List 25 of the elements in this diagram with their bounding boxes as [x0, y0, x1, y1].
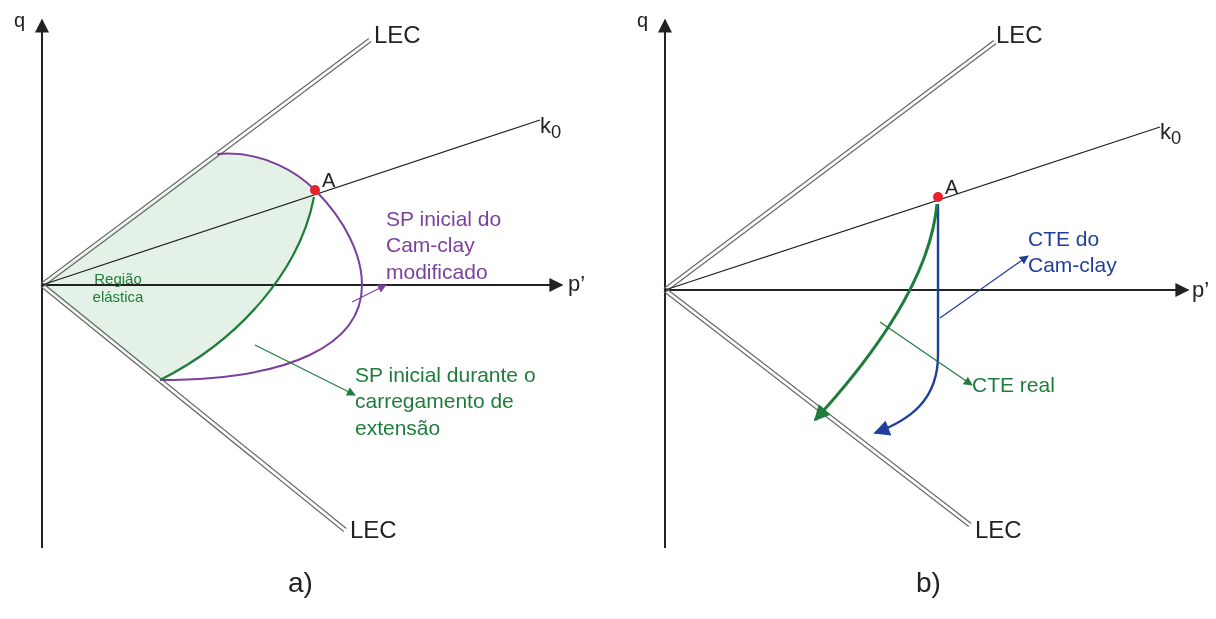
- axis-label: q: [14, 8, 26, 33]
- callout-text: SP inicial do Cam-clay modificado: [386, 206, 526, 285]
- line-label: k$_{0}$: [540, 112, 562, 145]
- line-label: LEC: [975, 515, 1022, 545]
- point-label: A: [322, 168, 336, 193]
- leader-line: [879, 321, 973, 386]
- line-label: LEC: [350, 515, 397, 545]
- line-label: LEC: [996, 20, 1043, 50]
- stress-path-arrow: [813, 203, 939, 422]
- line-label: LEC: [374, 20, 421, 50]
- stress-path-arrow: [873, 204, 940, 436]
- axis-label: p’: [1192, 276, 1210, 304]
- axis-label: p’: [568, 270, 586, 298]
- callout-text: CTE real: [972, 372, 1092, 399]
- callout-text: SP inicial durante o carregamento de extensão: [355, 362, 540, 441]
- panel-label: a): [288, 566, 313, 600]
- region-label: Região elástica: [91, 270, 145, 306]
- line-label: k$_{0}$: [1160, 118, 1182, 151]
- leader-line: [254, 344, 356, 396]
- panel-label: b): [916, 566, 941, 600]
- callout-text: CTE do Cam-clay: [1028, 226, 1143, 279]
- leader-line: [351, 284, 387, 303]
- point-label: A: [945, 175, 959, 200]
- axis-label: q: [637, 8, 649, 33]
- leader-line: [939, 255, 1029, 319]
